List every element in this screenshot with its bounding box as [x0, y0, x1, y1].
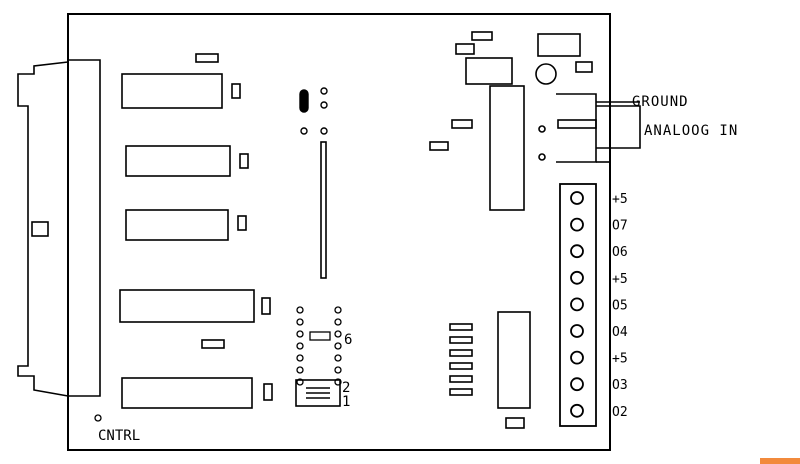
- ic-chip-2: [125, 145, 249, 177]
- resistor-top: [195, 53, 219, 63]
- terminal-screw-5: [570, 297, 584, 312]
- terminal-screw-7: [570, 350, 584, 365]
- ic-chip-4: [119, 289, 271, 323]
- terminal-pin-label-9: O2: [612, 405, 628, 420]
- vertical-header-strip: [320, 141, 327, 279]
- jumper-block: [299, 87, 328, 135]
- cntrl-pad: [94, 414, 102, 422]
- dip-label-1: 1: [342, 394, 350, 410]
- terminal-screw-4: [570, 270, 584, 285]
- dip-label-2: 2: [342, 380, 350, 396]
- terminal-screw-3: [570, 244, 584, 259]
- corner-accent: [760, 458, 800, 464]
- edge-connector: [17, 59, 101, 397]
- ic-chip-1: [121, 73, 241, 109]
- terminal-pin-label-7: +5: [612, 352, 628, 367]
- dip-switch: [295, 379, 341, 407]
- ic-chip-tall-lower: [497, 311, 531, 409]
- terminal-screw-6: [570, 324, 584, 338]
- resistor-bottom: [505, 417, 525, 429]
- terminal-pin-label-4: +5: [612, 272, 628, 287]
- dip-label-6: 6: [344, 332, 352, 348]
- upper-right-components: [429, 31, 593, 151]
- analog-input-connector: [538, 93, 641, 163]
- ic-chip-3: [125, 209, 247, 241]
- terminal-pin-label-6: O4: [612, 325, 628, 340]
- terminal-pin-label-2: O7: [612, 219, 628, 234]
- terminal-pin-label-1: +5: [612, 192, 628, 207]
- dip-socket: [296, 306, 342, 386]
- terminal-pin-label-3: O6: [612, 245, 628, 260]
- resistor-mid-left: [201, 339, 225, 349]
- resistor-array: [449, 323, 473, 396]
- terminal-block: [559, 183, 597, 427]
- ground-label: GROUND: [632, 94, 689, 110]
- terminal-pin-label-8: O3: [612, 378, 628, 393]
- terminal-screw-9: [570, 403, 584, 418]
- terminal-screw-2: [570, 217, 584, 232]
- terminal-screw-8: [570, 377, 584, 392]
- analog-in-label: ANALOOG IN: [644, 123, 738, 139]
- terminal-pin-label-5: O5: [612, 298, 628, 313]
- board-outline: [67, 13, 611, 451]
- ic-chip-5: [121, 377, 273, 409]
- terminal-screw-1: [570, 191, 584, 205]
- cntrl-label: CNTRL: [98, 428, 140, 444]
- ic-chip-tall-upper: [489, 85, 525, 211]
